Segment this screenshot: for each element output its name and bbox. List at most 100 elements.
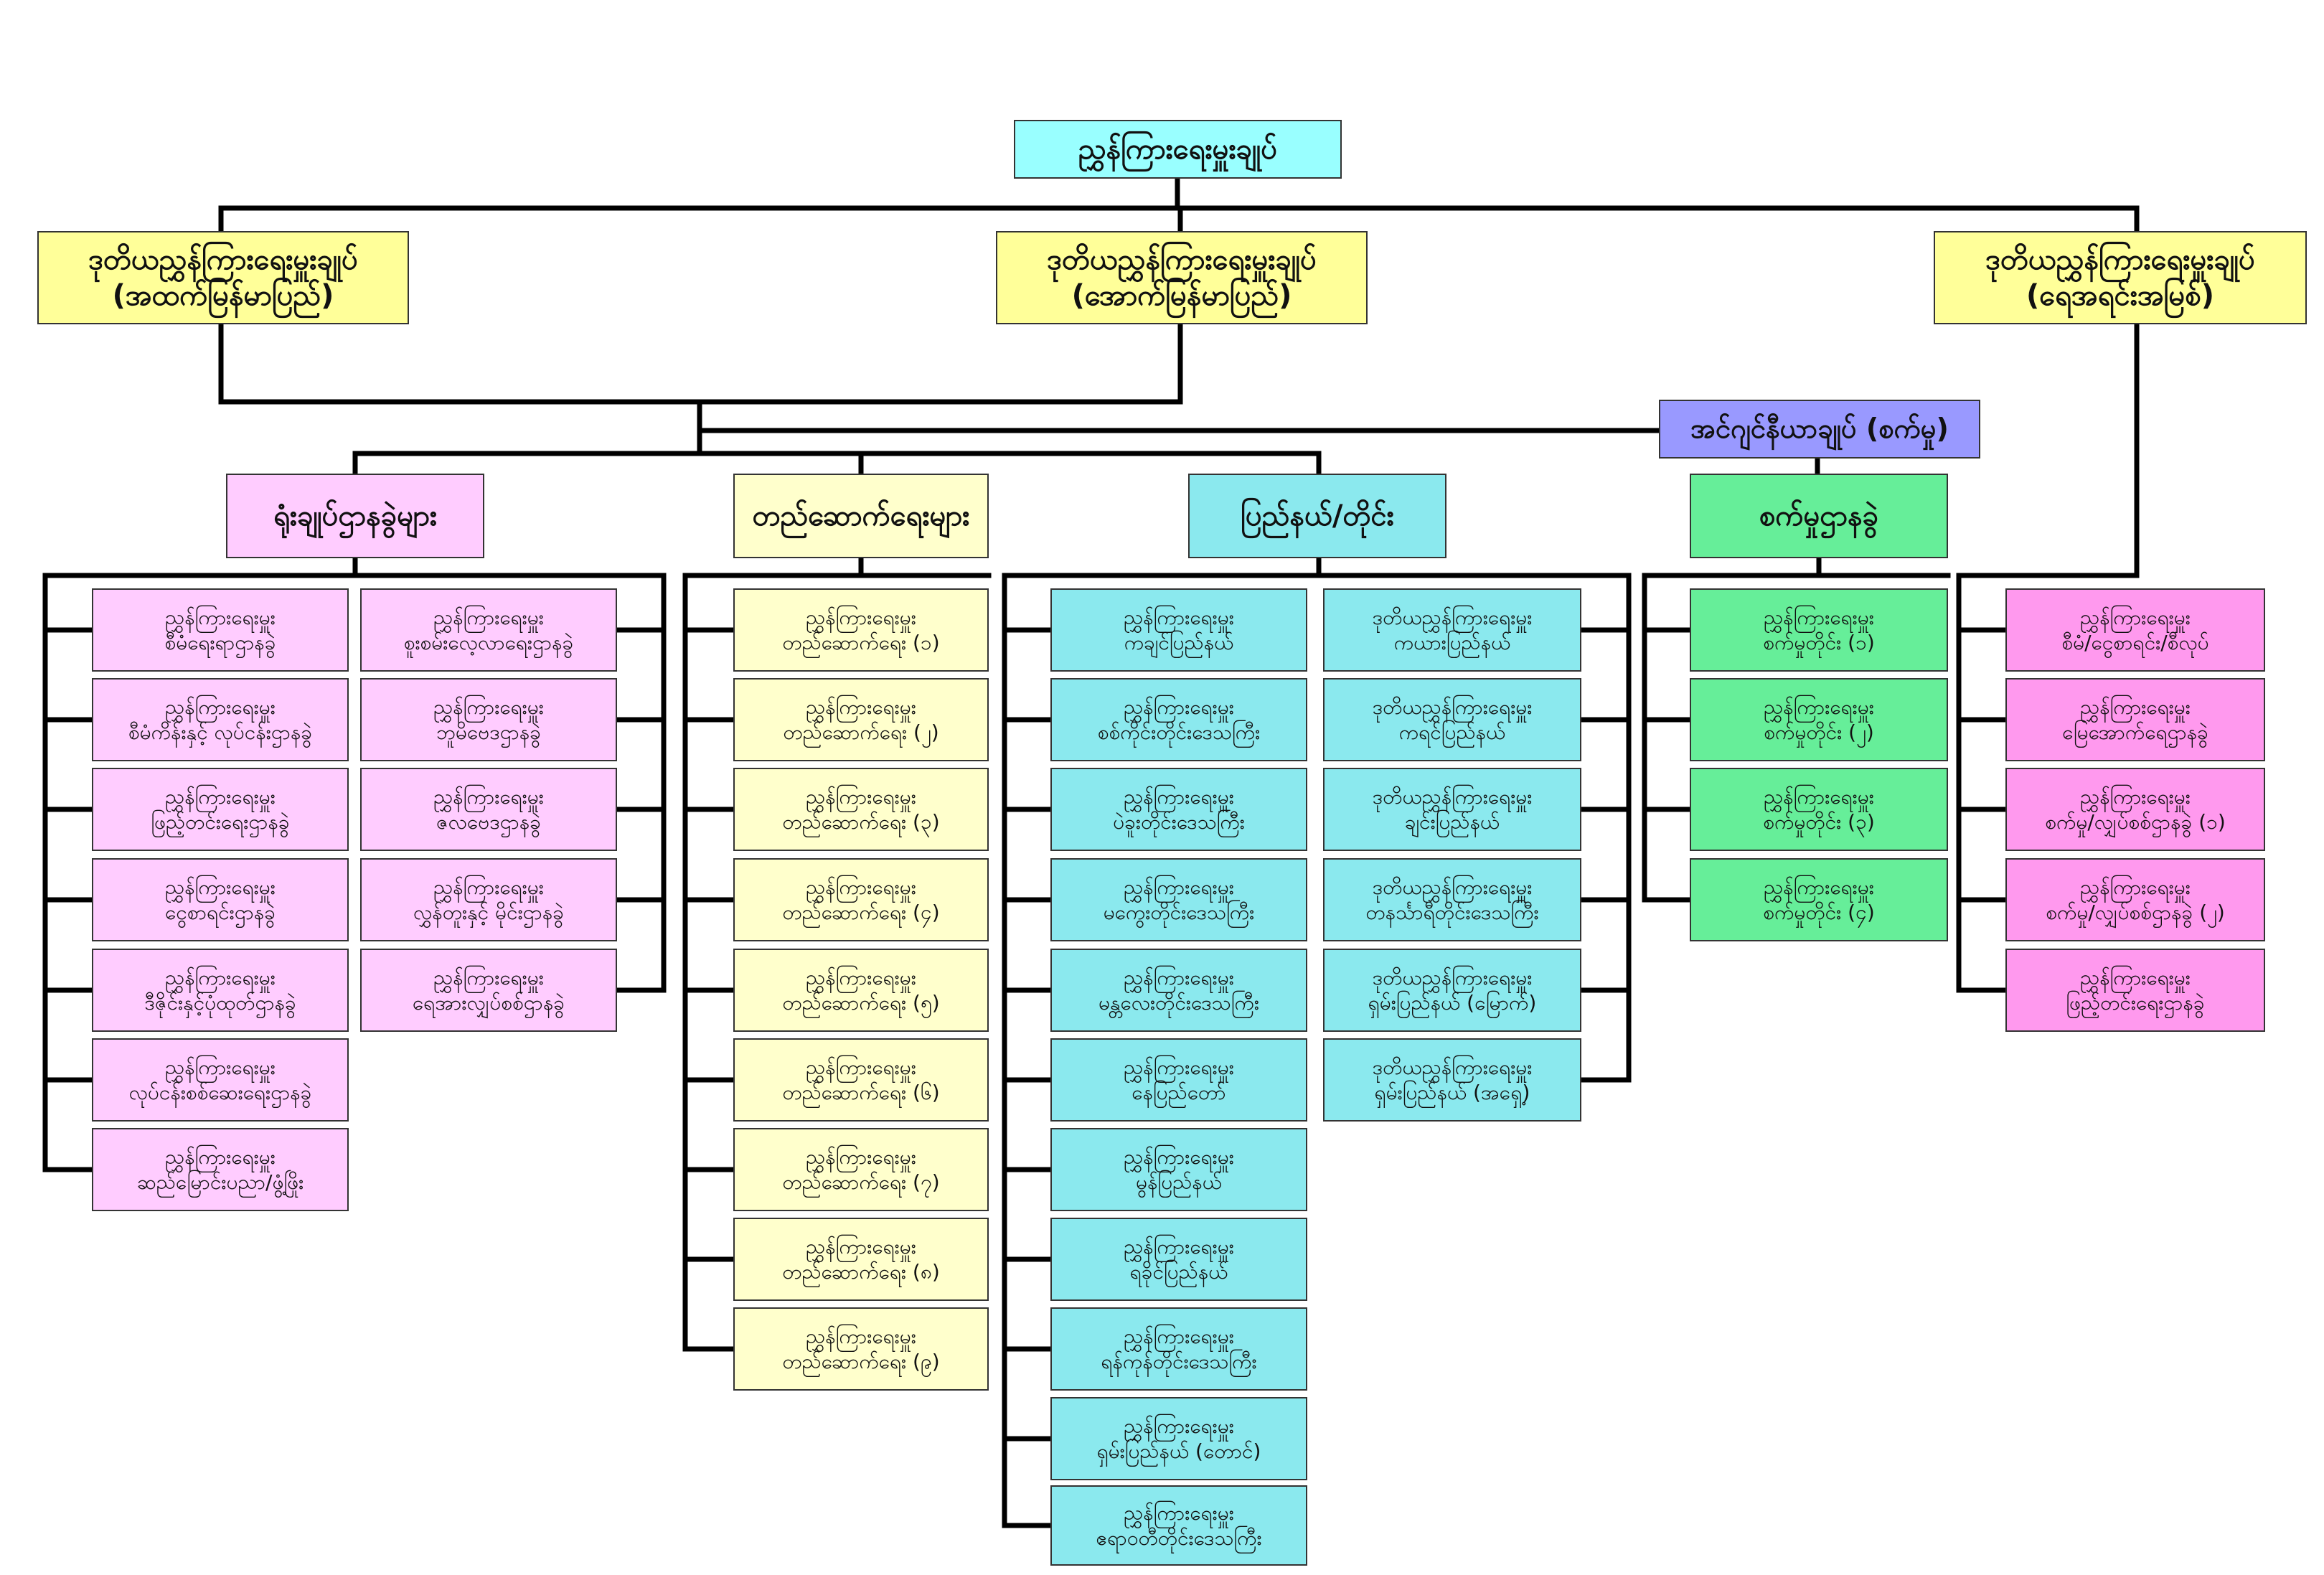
- state-mon-box: ညွှန်ကြားရေးမှူး မွန်ပြည်နယ်: [1050, 1128, 1307, 1211]
- box-title: ညွှန်ကြားရေးမှူး: [165, 966, 276, 989]
- box-subtitle: ပဲခူးတိုင်းဒေသကြီး: [1113, 810, 1245, 834]
- box-subtitle: ရေအားလျှပ်စစ်ဌာနခွဲ: [412, 991, 565, 1015]
- hq-inspection-box: ညွှန်ကြားရေးမှူး လုပ်ငန်းစစ်ဆေးရေးဌာနခွဲ: [92, 1038, 349, 1122]
- mech-division-1-box: ညွှန်ကြားရေးမှူး စက်မှုတိုင်း (၁): [1690, 588, 1948, 672]
- box-subtitle: မြေအောက်ရေဌာနခွဲ: [2062, 720, 2208, 744]
- hq-irrigation-tech-box: ညွှန်ကြားရေးမှူး ဆည်မြောင်းပညာ/ဖွံ့ဖြိုး: [92, 1128, 349, 1211]
- box-title: ညွှန်ကြားရေးမှူး: [2080, 875, 2191, 899]
- state-rakhine-box: ညွှန်ကြားရေးမှူး ရခိုင်ပြည်နယ်: [1050, 1218, 1307, 1301]
- box-title: ညွှန်ကြားရေးမှူး: [806, 1325, 916, 1348]
- box-title: ညွှန်ကြားရေးမှူး: [433, 966, 544, 989]
- construction-6-box: ညွှန်ကြားရေးမှူး တည်ဆောက်ရေး (၆): [733, 1038, 989, 1122]
- box-title: ညွှန်ကြားရေးမှူး: [433, 875, 544, 899]
- chief-engineer-box: အင်ဂျင်နီယာချုပ် (စက်မှု): [1659, 400, 1980, 459]
- hq-departments-label: ရုံးချုပ်ဌာနခွဲများ: [273, 499, 438, 532]
- director-general-title: ညွှန်ကြားရေးမှူးချုပ်: [1078, 133, 1278, 166]
- state-yangon-box: ညွှန်ကြားရေးမှူး ရန်ကုန်တိုင်းဒေသကြီး: [1050, 1307, 1307, 1391]
- box-subtitle: ရှမ်းပြည်နယ် (တောင်): [1096, 1439, 1261, 1463]
- water-admin-accounts-box: ညွှန်ကြားရေးမှူး စီမံ/ငွေစာရင်း/စီလုပ်: [2005, 588, 2265, 672]
- box-subtitle: တည်ဆောက်ရေး (၂): [783, 720, 939, 744]
- box-title: ညွှန်ကြားရေးမှူး: [1764, 606, 1874, 629]
- deputy-dg-upper-myanmar-box: ဒုတိယညွှန်ကြားရေးမှူးချုပ် (အထက်မြန်မာပြ…: [37, 231, 409, 324]
- state-shan-south-box: ညွှန်ကြားရေးမှူး ရှမ်းပြည်နယ် (တောင်): [1050, 1397, 1307, 1480]
- box-subtitle: နေပြည်တော်: [1132, 1081, 1226, 1104]
- box-title: ညွှန်ကြားရေးမှူး: [1124, 785, 1234, 809]
- box-subtitle: လုပ်ငန်းစစ်ဆေးရေးဌာနခွဲ: [128, 1081, 312, 1104]
- mech-division-2-box: ညွှန်ကြားရေးမှူး စက်မှုတိုင်း (၂): [1690, 678, 1948, 761]
- box-title: ညွှန်ကြားရေးမှူး: [1764, 695, 1874, 719]
- box-subtitle: လွှန်တူးနှင့် မိုင်းဌာနခွဲ: [413, 901, 564, 924]
- box-title: ညွှန်ကြားရေးမှူး: [806, 1235, 916, 1259]
- box-title: ညွှန်ကြားရေးမှူး: [165, 875, 276, 899]
- state-magway-box: ညွှန်ကြားရေးမှူး မကွေးတိုင်းဒေသကြီး: [1050, 858, 1307, 941]
- state-shan-east-box: ဒုတိယညွှန်ကြားရေးမှူး ရှမ်းပြည်နယ် (အရှေ…: [1323, 1038, 1581, 1122]
- box-title: ညွှန်ကြားရေးမှူး: [1764, 785, 1874, 809]
- box-subtitle: ဇလဗေဒဌာနခွဲ: [436, 810, 541, 834]
- box-title: ညွှန်ကြားရေးမှူး: [165, 606, 276, 629]
- box-subtitle: တည်ဆောက်ရေး (၈): [782, 1260, 940, 1284]
- hq-hydropower-box: ညွှန်ကြားရေးမှူး ရေအားလျှပ်စစ်ဌာနခွဲ: [360, 949, 617, 1032]
- hq-design-box: ညွှန်ကြားရေးမှူး ဒီဇိုင်းနှင့်ပုံထုတ်ဌာန…: [92, 949, 349, 1032]
- box-title: ညွှန်ကြားရေးမှူး: [433, 606, 544, 629]
- box-subtitle: ရှမ်းပြည်နယ် (အရှေ့): [1374, 1081, 1530, 1104]
- box-subtitle: စီမံကိန်းနှင့် လုပ်ငန်းဌာနခွဲ: [128, 720, 313, 744]
- box-title: ညွှန်ကြားရေးမှူး: [806, 1056, 916, 1079]
- hq-accounts-box: ညွှန်ကြားရေးမှူး ငွေစာရင်းဌာနခွဲ: [92, 858, 349, 941]
- box-title: ဒုတိယညွှန်ကြားရေးမှူး: [1372, 606, 1533, 629]
- hq-admin-box: ညွှန်ကြားရေးမှူး စီမံရေးရာဌာနခွဲ: [92, 588, 349, 672]
- box-subtitle: စီမံရေးရာဌာနခွဲ: [164, 631, 276, 654]
- mech-division-3-box: ညွှန်ကြားရေးမှူး စက်မှုတိုင်း (၃): [1690, 768, 1948, 851]
- box-subtitle: မကွေးတိုင်းဒေသကြီး: [1103, 901, 1255, 924]
- state-shan-north-box: ဒုတိယညွှန်ကြားရေးမှူး ရှမ်းပြည်နယ် (မြော…: [1323, 949, 1581, 1032]
- box-title: ဒုတိယညွှန်ကြားရေးမှူး: [1372, 966, 1533, 989]
- box-subtitle: တည်ဆောက်ရေး (၇): [782, 1170, 940, 1194]
- box-title: ညွှန်ကြားရေးမှူး: [806, 695, 916, 719]
- box-title: ညွှန်ကြားရေးမှူး: [1124, 966, 1234, 989]
- states-regions-header: ပြည်နယ်/တိုင်း: [1188, 474, 1446, 558]
- box-title: ညွှန်ကြားရေးမှူး: [1124, 606, 1234, 629]
- box-title: ဒုတိယညွှန်ကြားရေးမှူး: [1372, 1056, 1533, 1079]
- state-chin-box: ဒုတိယညွှန်ကြားရေးမှူး ချင်းပြည်နယ်: [1323, 768, 1581, 851]
- box-subtitle: စက်မှုတိုင်း (၁): [1763, 631, 1875, 654]
- box-title: ညွှန်ကြားရေးမှူး: [1764, 875, 1874, 899]
- construction-5-box: ညွှန်ကြားရေးမှူး တည်ဆောက်ရေး (၅): [733, 949, 989, 1032]
- box-title: ညွှန်ကြားရေးမှူး: [1124, 1501, 1234, 1525]
- construction-label: တည်ဆောက်ရေးများ: [752, 499, 970, 532]
- state-ayeyarwady-box: ညွှန်ကြားရေးမှူး ဧရာဝတီတိုင်းဒေသကြီး: [1050, 1485, 1307, 1566]
- box-title: ညွှန်ကြားရေးမှူး: [165, 1056, 276, 1079]
- box-subtitle: ဧရာဝတီတိုင်းဒေသကြီး: [1096, 1526, 1262, 1550]
- construction-8-box: ညွှန်ကြားရေးမှူး တည်ဆောက်ရေး (၈): [733, 1218, 989, 1301]
- hq-geology-box: ညွှန်ကြားရေးမှူး ဘူမိဗေဒဌာနခွဲ: [360, 678, 617, 761]
- box-title: ညွှန်ကြားရေးမှူး: [2080, 695, 2191, 719]
- deputy-dg-water-line1: ဒုတိယညွှန်ကြားရေးမှူးချုပ်: [1985, 243, 2255, 276]
- box-subtitle: ချင်းပြည်နယ်: [1404, 810, 1500, 834]
- deputy-dg-water-line2: (ရေအရင်းအမြစ်): [2026, 279, 2215, 312]
- box-subtitle: ဒီဇိုင်းနှင့်ပုံထုတ်ဌာနခွဲ: [144, 991, 296, 1015]
- box-subtitle: စီမံ/ငွေစာရင်း/စီလုပ်: [2061, 631, 2209, 654]
- box-title: ညွှန်ကြားရေးမှူး: [165, 785, 276, 809]
- box-subtitle: တည်ဆောက်ရေး (၃): [782, 810, 940, 834]
- state-kayah-box: ဒုတိယညွှန်ကြားရေးမှူး ကယားပြည်နယ်: [1323, 588, 1581, 672]
- box-title: ညွှန်ကြားရေးမှူး: [806, 875, 916, 899]
- box-subtitle: စူးစမ်းလေ့လာရေးဌာနခွဲ: [403, 631, 574, 654]
- state-naypyitaw-box: ညွှန်ကြားရေးမှူး နေပြည်တော်: [1050, 1038, 1307, 1122]
- chief-engineer-label: အင်ဂျင်နီယာချုပ် (စက်မှု): [1690, 413, 1949, 445]
- box-subtitle: စက်မှုတိုင်း (၃): [1763, 810, 1875, 834]
- box-title: ညွှန်ကြားရေးမှူး: [165, 1145, 276, 1169]
- box-subtitle: မန္တလေးတိုင်းဒေသကြီး: [1099, 991, 1259, 1015]
- deputy-dg-lower-line1: ဒုတိယညွှန်ကြားရေးမှူးချုပ်: [1047, 243, 1317, 276]
- box-title: ညွှန်ကြားရေးမှူး: [2080, 785, 2191, 809]
- hq-departments-header: ရုံးချုပ်ဌာနခွဲများ: [226, 474, 484, 558]
- box-subtitle: စက်မှုတိုင်း (၂): [1764, 720, 1874, 744]
- box-subtitle: စစ်ကိုင်းတိုင်းဒေသကြီး: [1097, 720, 1261, 744]
- state-kachin-box: ညွှန်ကြားရေးမှူး ကချင်ပြည်နယ်: [1050, 588, 1307, 672]
- construction-3-box: ညွှန်ကြားရေးမှူး တည်ဆောက်ရေး (၃): [733, 768, 989, 851]
- box-subtitle: ကယားပြည်နယ်: [1393, 631, 1511, 654]
- hq-supply-box: ညွှန်ကြားရေးမှူး ဖြည့်တင်းရေးဌာနခွဲ: [92, 768, 349, 851]
- construction-9-box: ညွှန်ကြားရေးမှူး တည်ဆောက်ရေး (၉): [733, 1307, 989, 1391]
- box-subtitle: ရခိုင်ပြည်နယ်: [1129, 1260, 1228, 1284]
- states-regions-label: ပြည်နယ်/တိုင်း: [1241, 499, 1394, 532]
- box-title: ဒုတိယညွှန်ကြားရေးမှူး: [1372, 875, 1533, 899]
- box-title: ညွှန်ကြားရေးမှူး: [433, 695, 544, 719]
- construction-1-box: ညွှန်ကြားရေးမှူး တည်ဆောက်ရေး (၁): [733, 588, 989, 672]
